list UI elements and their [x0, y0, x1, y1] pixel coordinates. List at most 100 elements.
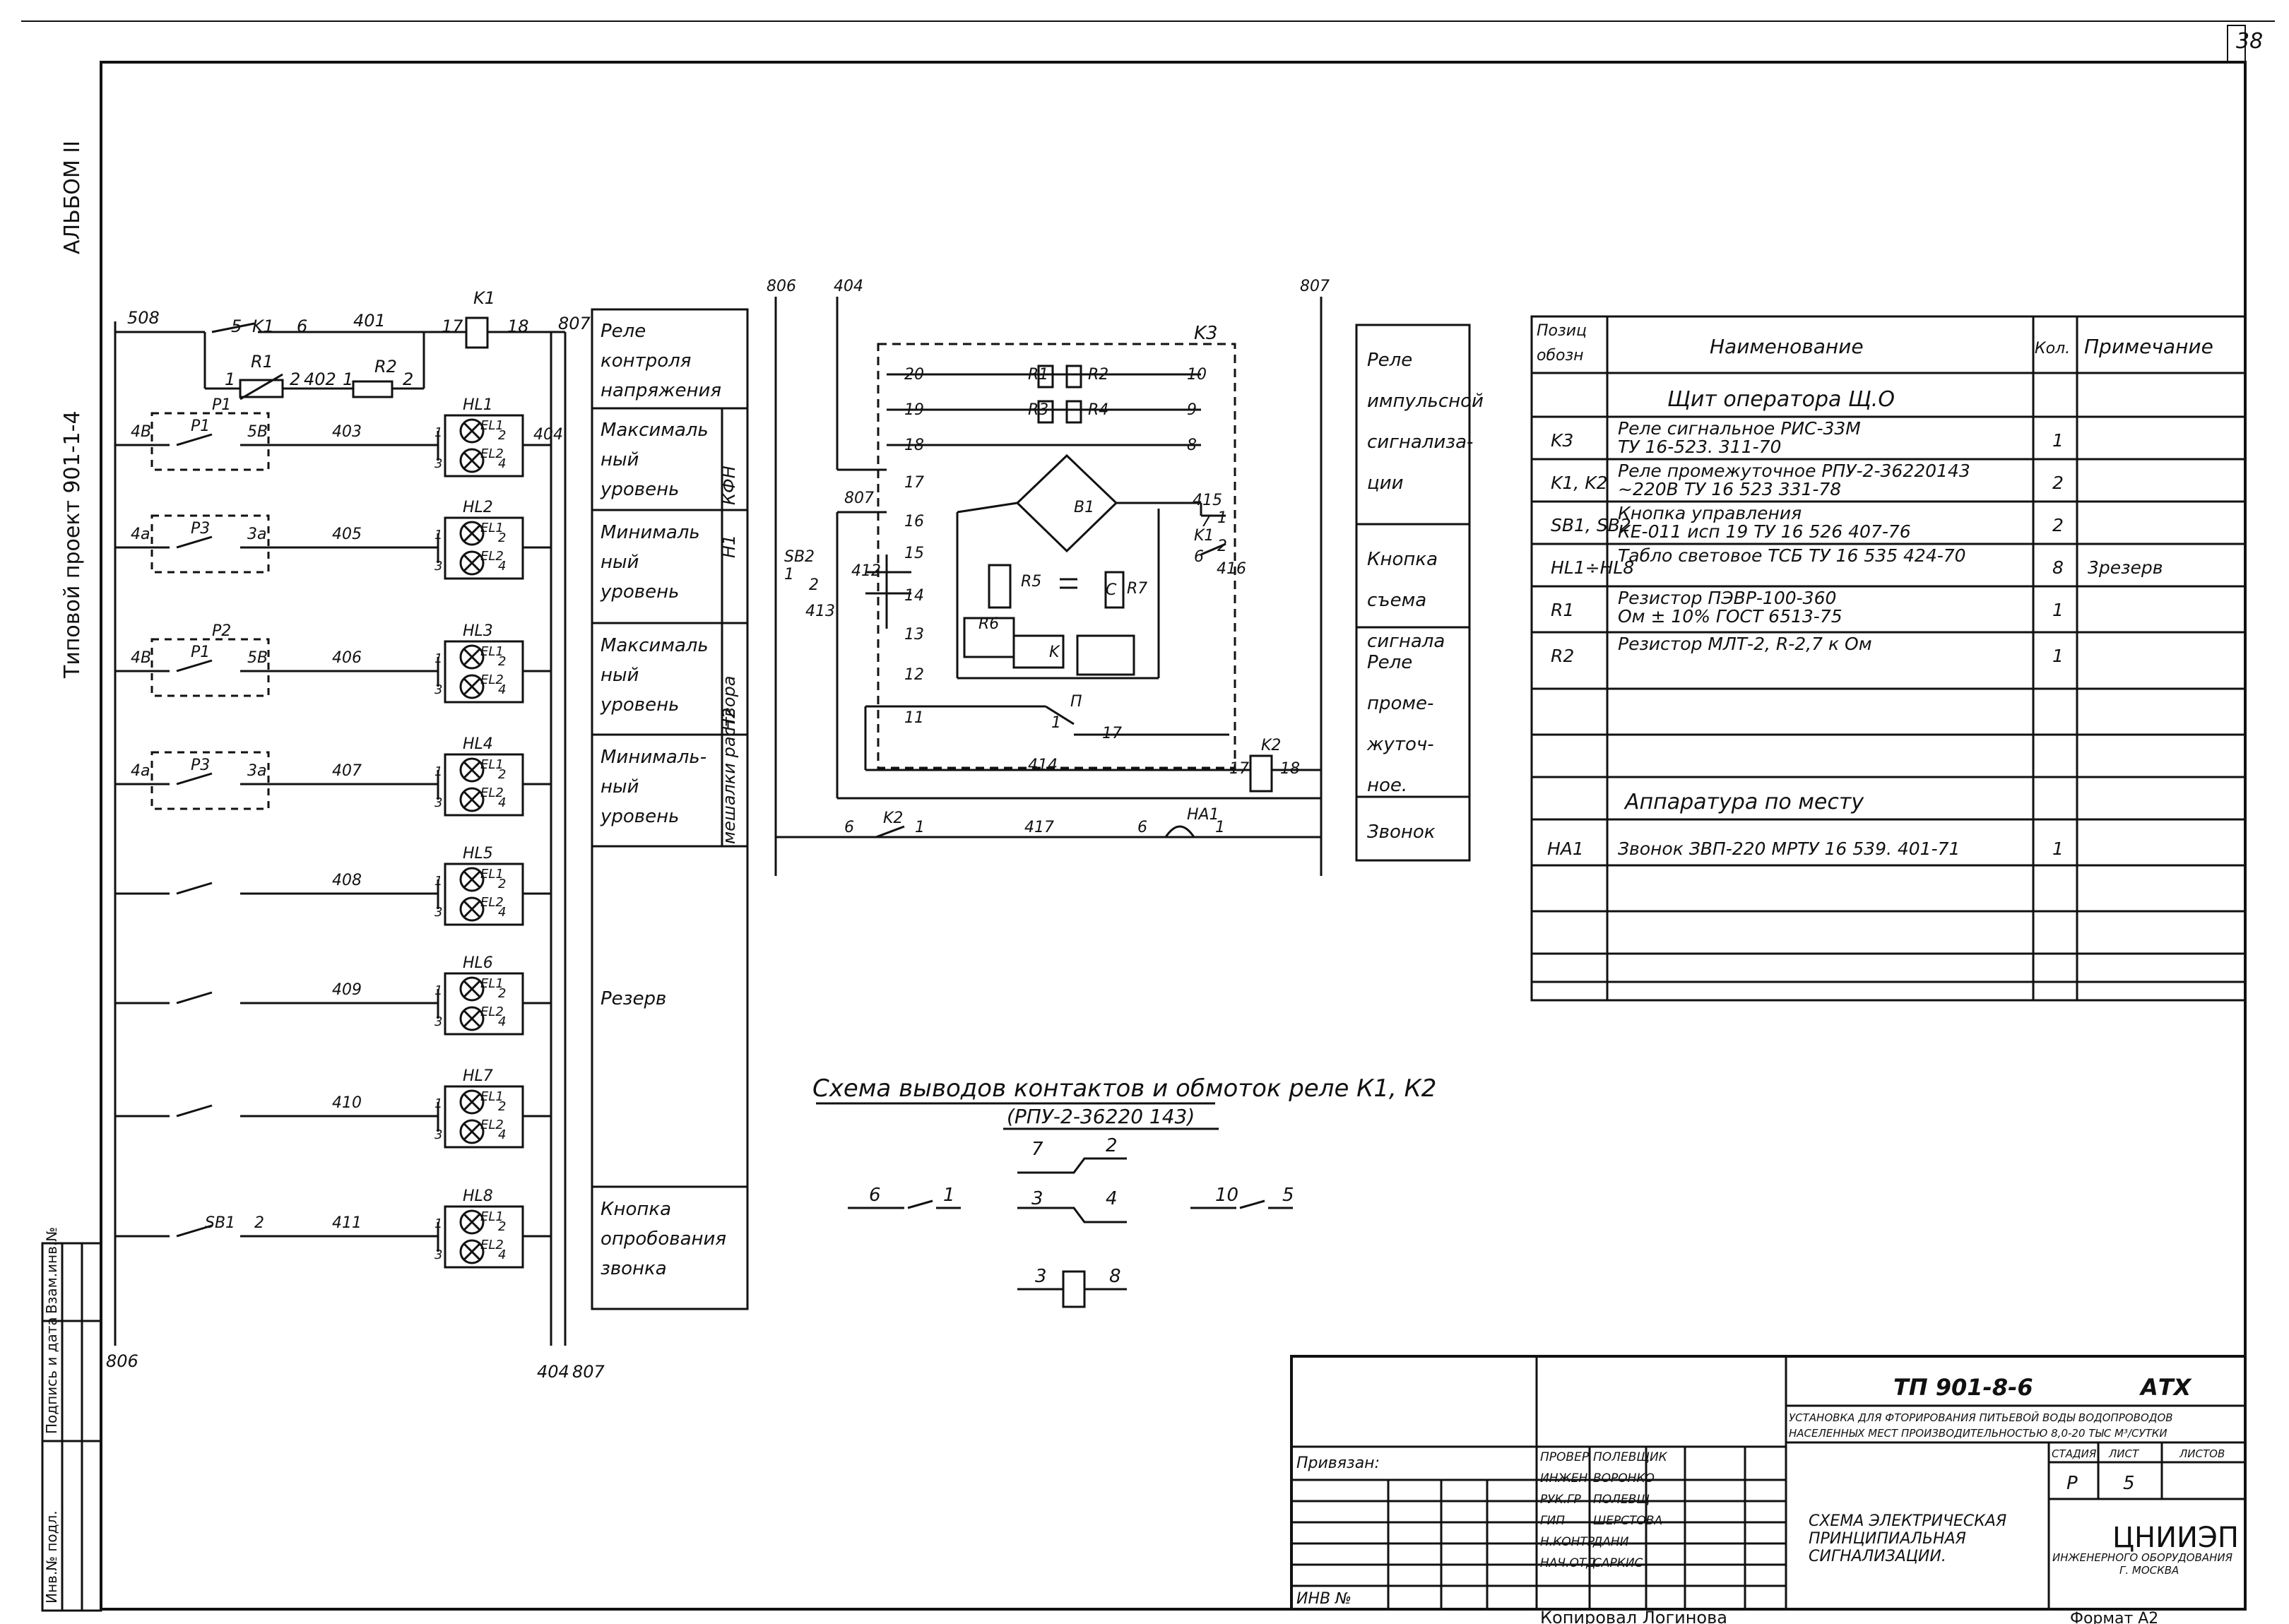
spec-name: Резистор МЛТ-2, R-2,7 к Ом [1618, 634, 1872, 654]
project-label: Типовой проект 901-1-4 [60, 410, 85, 679]
ha1-label: HA1 [1187, 806, 1219, 824]
bus-508-label: 508 [127, 308, 160, 328]
spec-qty: 2 [2052, 473, 2064, 493]
wire-label: 407 [332, 762, 362, 780]
lamp-pin-4: 4 [498, 682, 506, 697]
k2-label: K2 [1261, 737, 1281, 754]
middle-schematic [774, 297, 1323, 876]
spec-qty: 1 [2052, 646, 2064, 666]
sb2-pin-1: 1 [784, 566, 794, 583]
lamp-row [115, 751, 551, 817]
resistor-label: R4 [1088, 401, 1108, 419]
description-text: Резерв [601, 988, 666, 1009]
lamp-pin-1: 1 [434, 1096, 442, 1111]
tb-name: ПОЛЕВЩ [1593, 1493, 1650, 1507]
tb-role: Н.КОНТР [1540, 1535, 1595, 1549]
k3-label: K3 [1194, 323, 1218, 344]
description-text: ный [601, 552, 639, 573]
lamp-label: HL5 [463, 845, 493, 863]
switch-label: P3 [191, 520, 210, 538]
lamp-label: HL2 [463, 499, 493, 516]
tb-role: ИНЖЕН [1540, 1471, 1588, 1486]
bottom-pin-6: 6 [844, 819, 854, 836]
spec-pos: SB1, SB2 [1551, 515, 1631, 535]
spec-name: КЕ-011 исп 19 ТУ 16 526 407-76 [1618, 521, 1911, 542]
switch-terminal-b: 5B [247, 649, 268, 667]
description-text: уровень [600, 694, 679, 716]
spec-grid [1532, 372, 2245, 983]
lamp-pin-1: 1 [434, 983, 442, 998]
contact-pin-6: 6 [869, 1185, 881, 1206]
switch-label: P1 [191, 417, 210, 435]
spec-qty: 1 [2052, 838, 2064, 859]
tb-mark: АТХ [2139, 1374, 2192, 1401]
lamp-pin-2: 2 [498, 428, 506, 443]
contacts-subtitle: (РПУ-2-36220 143) [1007, 1105, 1195, 1128]
lamp-el1-label: EL1 [480, 757, 504, 772]
switch-terminal-a: 4a [131, 762, 150, 780]
description-text: уровень [600, 581, 679, 603]
resistor-label: R5 [1021, 573, 1041, 591]
n6-label: 6 [297, 316, 307, 336]
tb-role: ПРОВЕР [1540, 1450, 1590, 1464]
tb-name: ДАНИ [1592, 1535, 1629, 1549]
n18-label: 18 [507, 316, 529, 336]
spec-header-pos: обозн [1537, 347, 1584, 364]
sb2-pin-2: 2 [809, 576, 819, 594]
spec-name: Звонок ЗВП-220 МРТУ 16 539. 401-71 [1618, 838, 1960, 859]
tb-org: ЦНИИЭП [2112, 1522, 2239, 1554]
album-label: АЛЬБОМ II [60, 141, 85, 254]
lamp-el2-label: EL2 [480, 549, 504, 564]
lamp-row [115, 863, 551, 926]
n807-label: 807 [558, 314, 591, 333]
spec-qty: 8 [2052, 557, 2064, 578]
r1-pin2-label: 2 [290, 369, 300, 389]
contact-pin-10: 10 [1215, 1185, 1238, 1206]
description-text: звонка [601, 1258, 667, 1279]
description-text: Максималь [601, 420, 709, 441]
lamp-pin-3: 3 [434, 682, 442, 697]
side-stamp-3: Взам.инв.№ [43, 1227, 60, 1314]
tb-name: ПОЛЕВЩИК [1593, 1450, 1668, 1464]
lamp-row [115, 412, 551, 478]
w417-label: 417 [1024, 819, 1054, 836]
legend-text: съема [1367, 590, 1426, 611]
lamp-el1-label: EL1 [480, 644, 504, 659]
k1-pin-1: 1 [1217, 509, 1227, 527]
lamp-pin-4: 4 [498, 795, 506, 810]
spec-name: Реле сигнальное РИС-33М [1618, 418, 1861, 439]
p-pin-1: 1 [1051, 714, 1061, 732]
k3-terminal: 20 [904, 366, 924, 384]
n17-label: 17 [442, 316, 463, 336]
tb-title-2: ПРИНЦИПИАЛЬНАЯ [1809, 1530, 1966, 1548]
lamp-row [115, 638, 551, 704]
w414-label: 414 [1028, 757, 1058, 774]
lamp-el1-label: EL1 [480, 521, 504, 535]
spec-section-1: Щит оператора Щ.О [1667, 387, 1895, 412]
k2-pin-17: 17 [1229, 760, 1249, 778]
spec-pos: HL1÷HL8 [1551, 557, 1634, 578]
legend-text: сигнала [1367, 631, 1445, 652]
r1-label: R1 [251, 352, 273, 372]
lamp-el1-label: EL1 [480, 976, 504, 991]
w402-label: 402 [304, 369, 336, 389]
coil-pin-8: 8 [1109, 1266, 1121, 1287]
spec-name: Кнопка управления [1618, 503, 1802, 523]
lamp-label: HL3 [463, 622, 493, 640]
switch-group-label: P2 [212, 622, 231, 640]
spec-section-2: Аппаратура по месту [1623, 790, 1864, 814]
r1-pin1-label: 1 [225, 369, 235, 389]
description-text: Реле [601, 321, 646, 342]
k3-terminal: 19 [904, 401, 924, 419]
coil-pin-3: 3 [1035, 1266, 1047, 1287]
w401-label: 401 [353, 311, 386, 331]
k3-terminal: 15 [904, 545, 924, 562]
wire-label: 408 [332, 872, 362, 889]
spec-pos: R2 [1551, 646, 1574, 666]
wire-label: 406 [332, 649, 362, 667]
tb-sheet-label: ЛИСТ [2108, 1447, 2140, 1460]
